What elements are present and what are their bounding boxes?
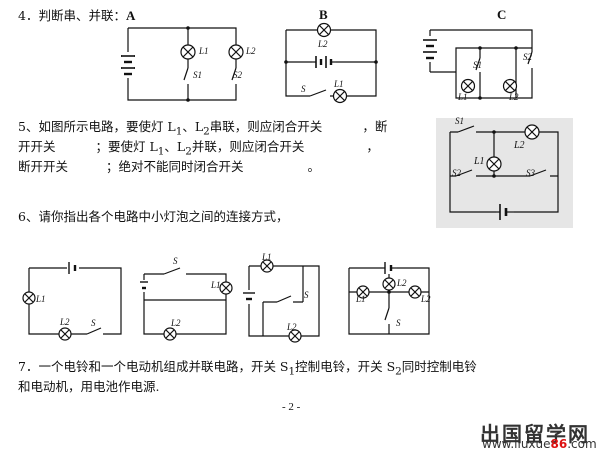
b-label-s: S: [301, 84, 306, 94]
c-label-s1: S1: [473, 60, 482, 70]
q6-circuit-2: [140, 267, 233, 341]
q7-line2: 和电动机，用电池作电源.: [18, 379, 160, 394]
q6-heading: 6、请你指出各个电路中小灯泡之间的连接方式，: [18, 209, 289, 224]
q6c4-label-l2: L2: [397, 278, 407, 288]
q5-label-s2: S2: [452, 168, 461, 178]
circuit-b-label: B: [319, 7, 328, 22]
watermark-url: www.liuxue86.com: [482, 437, 597, 451]
q5-circuit-diagram: [449, 124, 559, 220]
b-label-l2: L2: [318, 39, 328, 49]
q6c3-label-l2: L2: [287, 322, 297, 332]
circuit-a-diagram: [121, 26, 244, 102]
q5-label-l1: L1: [474, 156, 485, 167]
c-label-s2: S2: [523, 52, 532, 62]
c-label-l1: L1: [458, 92, 468, 102]
q5-line2: 开开关；要使灯 L1、L2并联，则应闭合开关，: [18, 139, 379, 158]
c-label-l2: L2: [509, 92, 519, 102]
a-label-l1: L1: [199, 46, 209, 56]
q6c2-label-l2: L2: [171, 318, 181, 328]
q6c4-label-s: S: [396, 318, 401, 328]
circuit-a-label: A: [125, 8, 136, 23]
q5-label-s3: S3: [526, 168, 535, 178]
a-label-l2: L2: [246, 46, 256, 56]
q6c1-label-l1: L1: [36, 294, 46, 304]
q6c2-label-l1: L1: [211, 280, 221, 290]
q6c3-label-s: S: [304, 290, 309, 300]
q5-line3: 断开开关；绝对不能同时闭合开关。: [18, 159, 321, 174]
circuit-b-diagram: [284, 22, 378, 104]
q6-circuit-1: [22, 262, 122, 341]
q5-line1: 5、如图所示电路，要使灯 L1、L2串联，则应闭合开关，断: [18, 119, 388, 138]
q6-circuit-3: [243, 259, 320, 343]
q6c1-label-l2: L2: [60, 317, 70, 327]
a-label-s1: S1: [193, 70, 202, 80]
q6-circuit-4: [348, 262, 430, 335]
page-number: - 2 -: [282, 401, 301, 413]
circuit-c-diagram: [423, 29, 538, 100]
q6c4-label-l3: L2: [421, 294, 431, 304]
q4-heading: 4．判断串、并联：A: [18, 8, 136, 23]
q6c1-label-s: S: [91, 318, 96, 328]
q5-label-l2: L2: [514, 140, 525, 151]
watermark-title: 出国留学网: [480, 422, 590, 446]
a-label-s2: S2: [233, 70, 242, 80]
q6c4-label-l1: L1: [356, 294, 366, 304]
q6c3-label-l1: L1: [262, 252, 272, 262]
circuit-c-label: C: [497, 7, 507, 22]
b-label-l1: L1: [334, 79, 344, 89]
q5-label-s1: S1: [455, 116, 464, 126]
q6c2-label-s: S: [173, 256, 178, 266]
q7-line1: 7．一个电铃和一个电动机组成并联电路，开关 S1控制电铃，开关 S2同时控制电铃: [18, 359, 477, 378]
